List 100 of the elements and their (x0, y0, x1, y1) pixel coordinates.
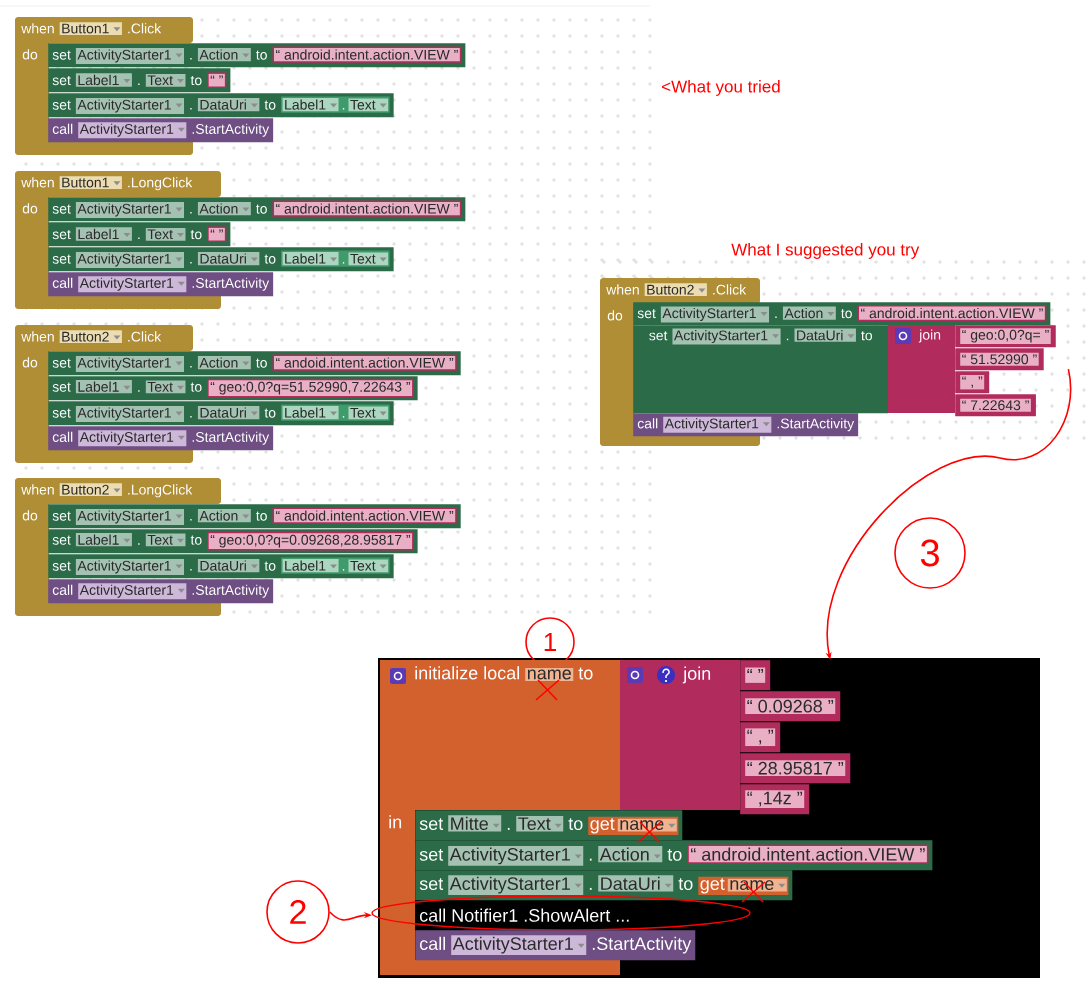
circled-number: 2 (266, 880, 330, 944)
node-label: .Click (128, 23, 162, 34)
text-block: “ android.intent.action.VIEW ” (272, 46, 462, 63)
text-block: “ android.intent.action.VIEW ” (687, 844, 929, 864)
text-block: “ ” (740, 660, 771, 691)
node-label: . (190, 569, 192, 571)
node-label: set (419, 818, 444, 831)
dropdown-field: Action (782, 306, 836, 320)
node-label: in (389, 815, 402, 829)
node-label: . (138, 237, 140, 240)
dropdown-field: ActivityStarter1 (451, 935, 587, 956)
dropdown-field: Label1 (75, 73, 132, 87)
node-label: to (190, 382, 202, 392)
node-label: to (861, 331, 873, 341)
dropdown-field: ActivityStarter1 (448, 846, 584, 866)
set-block: set ActivityStarter1 . Action to “ android.intent.action.VIEW ” (415, 840, 933, 871)
node-label: . (589, 858, 592, 861)
node-label: set (649, 331, 668, 341)
call-block: call ActivityStarter1 .StartActivity (48, 118, 274, 143)
call-block: call ActivityStarter1 .StartActivity (48, 426, 274, 451)
node-label: initialize local (415, 666, 519, 680)
node-label: to (568, 818, 583, 831)
node-label: when (21, 177, 54, 188)
dropdown-field: Action (598, 846, 663, 863)
annotation-text: <What you tried (662, 80, 780, 96)
join-block: join “ geo:0,0?q= ” “ 51.52990 ” “ , ” “ 7.22643 ” (888, 325, 1056, 417)
dropdown-field: Button2 (59, 483, 122, 497)
node-label: . (138, 83, 140, 86)
node-label: to (190, 229, 202, 240)
node-label: to (264, 408, 276, 418)
node-label: to (578, 667, 593, 680)
dropdown-field: Text (348, 559, 389, 573)
node-label: . (138, 543, 140, 545)
node-label: set (52, 254, 71, 264)
node-label: . (589, 887, 592, 890)
node-label: .LongClick (128, 177, 193, 191)
node-label: to (678, 878, 693, 891)
dropdown-field: Label1 (75, 227, 132, 241)
dropdown-field: DataUri (598, 875, 674, 892)
dropdown-field: ActivityStarter1 (448, 875, 584, 896)
name-field: name (525, 668, 574, 681)
node-label: . (507, 827, 510, 830)
dropdown-field: Button1 (59, 176, 122, 189)
node-label: set (52, 100, 71, 110)
set-block: set ActivityStarter1 . DataUri to Label1 . Text (48, 554, 394, 579)
dropdown-field: ActivityStarter1 (660, 306, 769, 323)
text-block: “ ,14z ” (740, 784, 810, 815)
getter-block: Label1 . Text (281, 557, 390, 574)
set-block: set ActivityStarter1 . Action to “ andoid.intent.action.VIEW ” (48, 351, 461, 376)
node-label: to (264, 100, 276, 110)
text-block: “ android.intent.action.VIEW ” (272, 200, 462, 217)
node-label: set (52, 561, 71, 571)
node-label: when (606, 284, 639, 295)
node-label: set (52, 229, 71, 240)
node-label: when (21, 484, 54, 495)
node-label: .LongClick (128, 484, 193, 498)
call-block: call ActivityStarter1 .StartActivity (48, 272, 274, 297)
node-label: to (264, 254, 276, 264)
dropdown-field: Text (348, 406, 389, 420)
node-label: set (419, 878, 444, 891)
node-label: set (419, 848, 444, 861)
dropdown-field: Text (145, 533, 186, 547)
node-label: . (786, 338, 789, 341)
node-label: do (22, 510, 38, 521)
node-label: set (52, 408, 71, 418)
node-label: set (52, 535, 71, 545)
set-block: set Label1 . Text to “ geo:0,0?q=0.09268,28.95817 ” (48, 529, 418, 554)
node-label: set (52, 382, 71, 392)
node-label: to (190, 75, 202, 86)
dropdown-field: Text (348, 252, 389, 266)
text-block: “ ” (207, 226, 227, 242)
node-label: when (21, 331, 54, 342)
set-block: set ActivityStarter1 . DataUri to Label1 . Text (48, 401, 394, 426)
dropdown-field: ActivityStarter1 (78, 583, 187, 600)
getter-block: Label1 . Text (281, 250, 390, 267)
call-block: call ActivityStarter1 .StartActivity (633, 413, 859, 437)
annotation-text: What I suggested you try (731, 243, 920, 259)
dropdown-field: ActivityStarter1 (78, 430, 187, 447)
node-label: do (607, 310, 623, 321)
node-label: . (190, 262, 192, 264)
node-label: . (138, 390, 140, 392)
dropdown-field: ActivityStarter1 (78, 276, 187, 293)
dropdown-field: Text (348, 98, 389, 112)
node-label: do (22, 49, 38, 60)
set-block: set ActivityStarter1 . Action to “ android.intent.action.VIEW ” (633, 302, 1051, 326)
node-label: . (190, 108, 192, 110)
node-label: . (190, 416, 192, 418)
text-block: “ ” (207, 72, 227, 88)
dropdown-field: Button1 (59, 22, 122, 35)
call-block: call Notifier1 .ShowAlert ... (371, 895, 751, 931)
dropdown-field: Mitte (448, 815, 502, 832)
set-block: set Label1 . Text to “ ” (48, 68, 231, 93)
text-block: “ , ” (955, 371, 990, 394)
call-block: call ActivityStarter1 .StartActivity (415, 930, 696, 961)
set-block: set ActivityStarter1 . DataUri to Label1 . Text (48, 247, 394, 272)
node-label: to (264, 561, 276, 571)
text-block: “ , ” (740, 722, 781, 753)
set-block: set ActivityStarter1 . Action to “ andoid.intent.action.VIEW ” (48, 504, 461, 529)
dropdown-field: ActivityStarter1 (78, 122, 187, 139)
text-block: “ geo:0,0?q= ” (955, 325, 1056, 348)
